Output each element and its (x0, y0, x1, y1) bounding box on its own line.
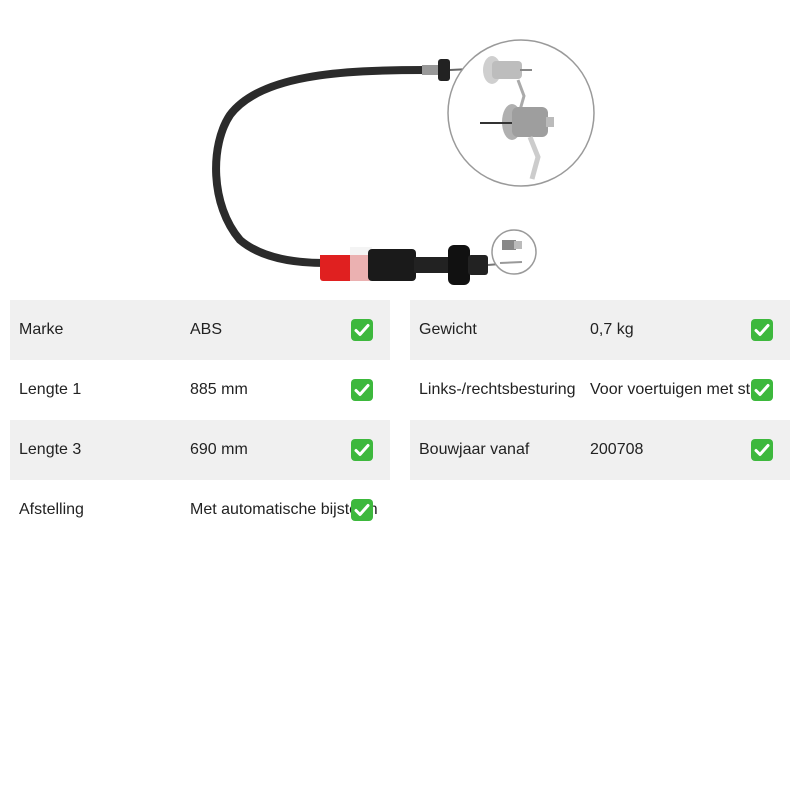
spec-value: Voor voertuigen met stuur (590, 381, 774, 398)
specs-table-right: Gewicht 0,7 kg Links-/rechtsbesturing Vo… (410, 300, 790, 480)
spec-label: Links-/rechtsbesturing (419, 381, 576, 398)
check-mark-icon (751, 379, 773, 401)
check-mark-icon (751, 439, 773, 461)
spec-row: Links-/rechtsbesturing Voor voertuigen m… (410, 360, 790, 420)
specs-table-left: Marke ABS Lengte 1 885 mm Lengte 3 690 m… (10, 300, 390, 540)
spec-row: Lengte 3 690 mm (10, 420, 390, 480)
check-mark-icon (351, 319, 373, 341)
spec-value: 885 mm (190, 381, 248, 398)
spec-value: 200708 (590, 441, 644, 458)
spec-row: Lengte 1 885 mm (10, 360, 390, 420)
check-mark-icon (351, 379, 373, 401)
check-mark-icon (751, 319, 773, 341)
spec-value: ABS (190, 321, 223, 338)
check-mark-icon (351, 439, 373, 461)
spec-row: Gewicht 0,7 kg (410, 300, 790, 360)
spec-value: 0,7 kg (590, 321, 634, 338)
spec-label: Bouwjaar vanaf (419, 441, 530, 458)
spec-value: Met automatische bijstellin (190, 501, 378, 518)
spec-label: Afstelling (19, 501, 84, 518)
spec-label: Lengte 3 (19, 441, 82, 458)
spec-row: Afstelling Met automatische bijstellin (10, 480, 390, 540)
spec-row: Bouwjaar vanaf 200708 (410, 420, 790, 480)
product-image-clutch-cable (212, 39, 595, 285)
spec-label: Marke (19, 321, 64, 338)
spec-label: Lengte 1 (19, 381, 82, 398)
check-mark-icon (351, 499, 373, 521)
spec-value: 690 mm (190, 441, 248, 458)
spec-row: Marke ABS (10, 300, 390, 360)
spec-label: Gewicht (419, 321, 477, 338)
